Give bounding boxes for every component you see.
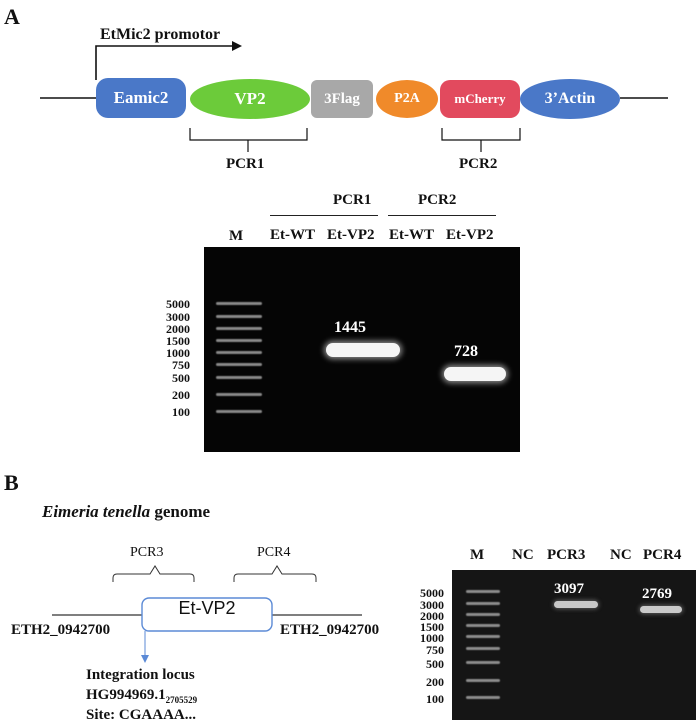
panel-letter-a: A [4,4,20,29]
gene-left-label: ETH2_0942700 [11,622,111,638]
gel-b-ladder-band [466,602,500,605]
construct-p2a: P2A [376,80,438,118]
gel-b-ladder-1000: 1000 [420,631,444,645]
gel-b-ladder-500: 500 [426,657,444,671]
pcr-brackets-a [189,128,521,152]
locus-id-main: HG994969.1 [86,687,166,703]
gel-a-group-line-1 [270,215,378,216]
panel-letter-b: B [4,470,19,495]
gel-b-ladder-2000: 2000 [420,609,444,623]
gel-a-ladder-band [216,376,262,379]
gel-b-ladder-band [466,635,500,638]
gene-right-label: ETH2_0942700 [280,622,380,638]
gel-a-ladder-band [216,315,262,318]
gel-a-ladder-5000: 5000 [166,297,190,311]
construct-3flag: 3Flag [311,80,373,118]
gel-b-ladder-band [466,696,500,699]
gel-a-ladder-band [216,339,262,342]
gel-a-ladder-2000: 2000 [166,322,190,336]
gel-image-a: 1445 728 [204,247,520,452]
gel-b-lane-pcr3: PCR3 [547,547,586,563]
promoter-label: EtMic2 promotor [100,26,221,43]
gel-b-ladder-200: 200 [426,675,444,689]
gel-a-ladder-band [216,393,262,396]
gel-a-ladder-750: 750 [172,358,190,372]
gel-a-ladder-3000: 3000 [166,310,190,324]
genome-title-suffix: genome [150,502,211,521]
gel-b-lane-nc1: NC [512,547,534,563]
gel-a-ladder-band [216,410,262,413]
gel-b-ladder-band [466,679,500,682]
gel-b-band-label-3097: 3097 [554,581,584,597]
gel-a-ladder-200: 200 [172,388,190,402]
gel-b-ladder-100: 100 [426,692,444,706]
locus-id: HG994969.12705529 [86,687,197,705]
gel-a-ladder-100: 100 [172,405,190,419]
gel-image-b: 3097 2769 [452,570,696,720]
gel-a-band-label-728: 728 [454,343,478,360]
gel-b-ladder-5000: 5000 [420,586,444,600]
gel-a-marker-label: M [229,228,244,244]
construct-eamic2: Eamic2 [96,78,186,118]
gel-a-band-728 [444,367,506,381]
gel-b-lane-m: M [470,547,485,563]
locus-site: Site: CGAAAA... [86,707,196,723]
genome-title: Eimeria tenella genome [42,502,210,522]
pcr3-label: PCR3 [130,545,164,560]
locus-title: Integration locus [86,667,195,683]
gel-b-ladder-band [466,647,500,650]
gel-a-lane-4: Et-VP2 [446,227,494,243]
construct-mcherry: mCherry [440,80,520,118]
gel-b-lane-nc2: NC [610,547,632,563]
pcr2-label: PCR2 [459,156,498,172]
gel-a-band-1445 [326,343,400,357]
gel-b-band-2769 [640,606,682,613]
gel-a-ladder-band [216,327,262,330]
pcr1-label: PCR1 [226,156,265,172]
gel-a-band-label-1445: 1445 [334,319,366,336]
construct-3actin: 3’Actin [520,79,620,119]
gel-b-ladder-band [466,590,500,593]
genome-title-species: Eimeria tenella [42,502,151,521]
gel-b-lane-pcr4: PCR4 [643,547,682,563]
gel-b-ladder-band [466,661,500,664]
insert-label: Et-VP2 [178,598,236,618]
gel-a-lane-3: Et-WT [389,227,434,243]
gel-a-ladder-1500: 1500 [166,334,190,348]
gel-b-ladder-band [466,624,500,627]
pcr4-label: PCR4 [257,545,291,560]
gel-a-group-pcr2: PCR2 [418,192,457,208]
gel-a-group-pcr1: PCR1 [333,192,372,208]
gel-b-ladder-750: 750 [426,643,444,657]
integration-diagram [52,565,362,663]
gel-a-ladder-1000: 1000 [166,346,190,360]
gel-a-lane-2: Et-VP2 [327,227,375,243]
gel-a-ladder-band [216,351,262,354]
construct-vp2: VP2 [190,79,310,119]
gel-b-ladder-3000: 3000 [420,598,444,612]
gel-a-lane-1: Et-WT [270,227,315,243]
gel-b-ladder-band [466,613,500,616]
gel-b-band-3097 [554,601,598,608]
gel-b-band-label-2769: 2769 [642,586,672,602]
gel-a-group-line-2 [388,215,496,216]
gel-a-ladder-500: 500 [172,371,190,385]
gel-b-ladder-1500: 1500 [420,620,444,634]
locus-id-subscript: 2705529 [165,695,198,705]
gel-a-ladder-band [216,363,262,366]
promoter-arrow [40,41,668,99]
gel-a-ladder-band [216,302,262,305]
